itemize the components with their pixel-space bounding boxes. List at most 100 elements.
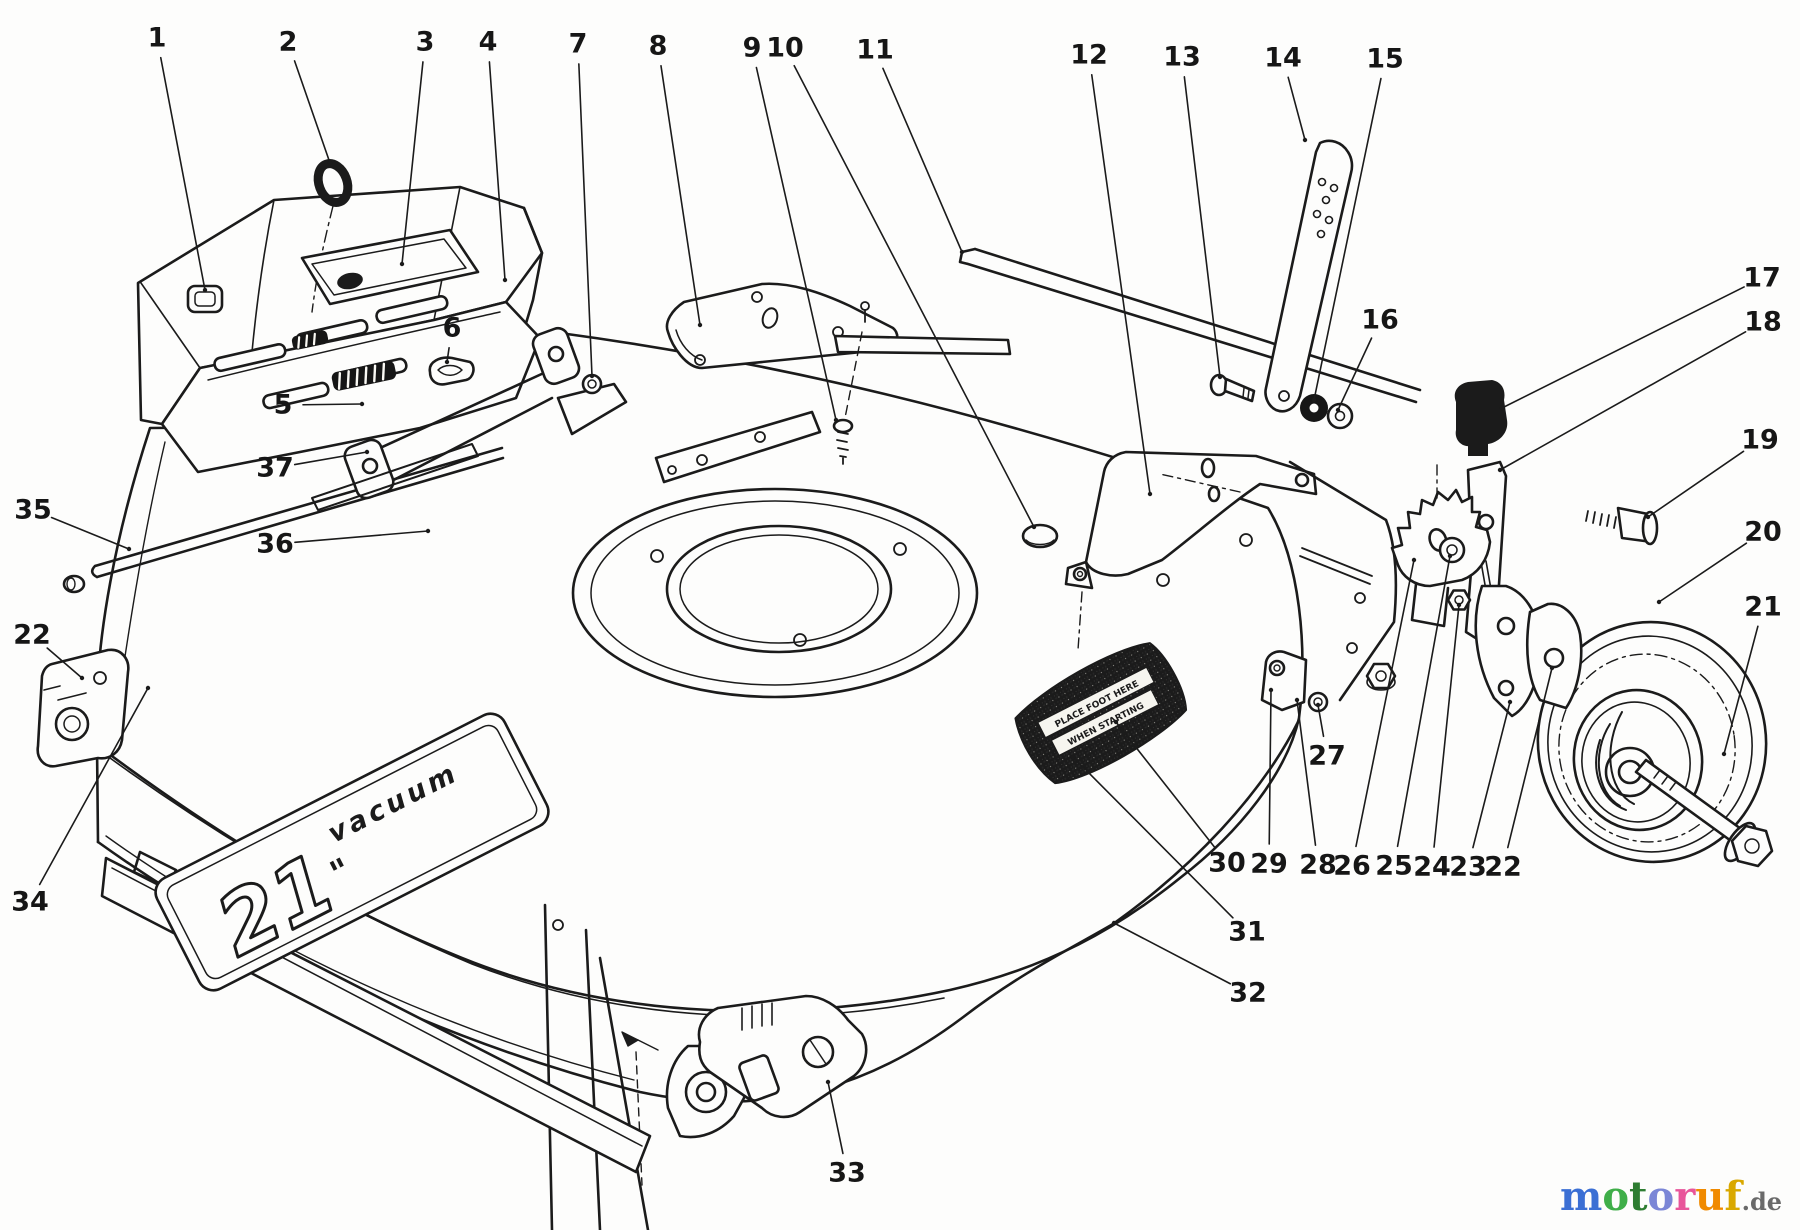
blade-ring-hole	[665, 524, 893, 654]
lower-angle-bracket-29	[1260, 650, 1308, 712]
callout-tip-10	[1031, 524, 1037, 530]
callout-leader-13	[1183, 76, 1221, 378]
wheel-20	[1536, 620, 1768, 864]
rear-deflector-assembly	[136, 159, 544, 474]
line-art-detail	[637, 1039, 659, 1051]
line-art-detail	[761, 307, 779, 329]
mount-panel-inner	[207, 311, 501, 381]
callout-number-35: 35	[14, 495, 52, 526]
callout-tip-3	[399, 261, 405, 267]
bracket-notch	[43, 685, 87, 701]
line-art-detail	[1260, 650, 1308, 712]
line-art-detail	[1316, 229, 1326, 239]
callout-tip-8	[697, 322, 703, 328]
callout-tip-4	[502, 277, 508, 283]
rod-end-pin-inner	[66, 577, 76, 591]
callout-number-12: 12	[1070, 40, 1108, 71]
line-art-detail	[1037, 666, 1155, 739]
callout-number-7: 7	[569, 29, 588, 60]
callout-leader-34	[38, 687, 149, 886]
foot-dash	[1077, 591, 1083, 651]
line-art-detail	[1309, 403, 1319, 413]
callout-tip-32	[1111, 920, 1117, 926]
line-art-detail	[1324, 215, 1334, 225]
callout-tip-27	[1315, 702, 1321, 708]
line-art-detail	[1410, 582, 1450, 628]
callout-number-31: 31	[1228, 917, 1266, 948]
spring-small	[291, 330, 329, 350]
callout-tip-21	[1721, 751, 1727, 757]
callout-tip-36	[425, 528, 431, 534]
callout-number-25: 25	[1375, 851, 1413, 882]
callout-leader-14	[1287, 76, 1306, 141]
line-art-detail	[1223, 377, 1256, 403]
line-art-detail	[958, 247, 1422, 404]
support-bar-37	[378, 370, 554, 488]
callout-number-33: 33	[828, 1158, 866, 1189]
callout-number-27: 27	[1308, 741, 1346, 772]
cover-plate-hole	[337, 272, 363, 290]
blade-ring-hole2	[679, 534, 879, 644]
bracket-hole-large	[54, 706, 90, 742]
line-art-detail	[1585, 510, 1617, 529]
warning-decal: PLACE FOOT HERE WHEN STARTING	[1014, 642, 1188, 785]
callout-number-21: 21	[1744, 592, 1782, 623]
hood-crease	[140, 282, 201, 369]
callout-leader-24	[1433, 604, 1460, 848]
line-art-detail	[1334, 410, 1346, 422]
line-art-detail	[1317, 177, 1327, 187]
clip-inner	[437, 364, 463, 376]
line-art-detail	[297, 332, 316, 349]
watermark-letter: u	[1695, 1173, 1724, 1220]
bracket-hole-small	[93, 671, 107, 685]
line-art-detail	[751, 291, 763, 303]
bracket-nut-hole	[1294, 472, 1310, 488]
callout-number-14: 14	[1264, 43, 1302, 74]
blade-ring-outer	[571, 487, 979, 699]
line-art-detail	[1307, 691, 1329, 713]
line-art-detail	[1572, 688, 1704, 832]
line-art-detail	[1312, 209, 1322, 219]
line-art-detail	[1446, 589, 1472, 611]
callout-leader-17	[1501, 286, 1745, 409]
line-art-detail	[1278, 390, 1290, 402]
line-art-detail	[1076, 570, 1084, 578]
line-art-detail	[1543, 647, 1565, 669]
callout-tip-28	[1294, 697, 1300, 703]
line-art-detail	[337, 362, 386, 390]
ring-screw-hole	[893, 542, 907, 556]
callout-leader-11	[882, 67, 963, 253]
line-art-detail	[1496, 616, 1516, 636]
ring-screw-hole	[793, 633, 807, 647]
line-art-detail	[1474, 584, 1542, 718]
callout-tip-18	[1497, 467, 1503, 473]
line-art-detail	[531, 326, 581, 386]
callout-leader-36	[294, 530, 429, 544]
callout-tip-35	[126, 546, 132, 552]
callout-leader-12	[1090, 74, 1151, 495]
callout-leader-5	[302, 403, 363, 406]
line-art-detail	[154, 712, 550, 992]
callout-leader-22-left	[46, 647, 83, 679]
o-ring	[313, 159, 353, 207]
rear-channel	[1159, 460, 1398, 702]
callout-number-11: 11	[856, 35, 894, 66]
callout-number-9: 9	[743, 33, 762, 64]
line-art-detail	[1446, 544, 1458, 556]
callout-number-19: 19	[1741, 425, 1779, 456]
line-art-detail	[1084, 450, 1318, 577]
rear-bracket-12	[1064, 450, 1398, 713]
callout-number-34: 34	[11, 887, 49, 918]
watermark-logo: motoruf.de	[1560, 1173, 1782, 1220]
dome-plug-shade	[1025, 539, 1055, 546]
callout-number-30: 30	[1208, 848, 1246, 879]
bottom-bracket-33	[665, 994, 868, 1139]
callout-number-18: 18	[1744, 307, 1782, 338]
line-art-detail	[1268, 659, 1286, 677]
cover-plate-inner	[311, 238, 467, 296]
corner-bolt-icon	[621, 1031, 639, 1047]
support-rod-35	[90, 446, 505, 579]
line-art-detail	[741, 1002, 773, 1031]
line-art-detail	[694, 354, 706, 366]
